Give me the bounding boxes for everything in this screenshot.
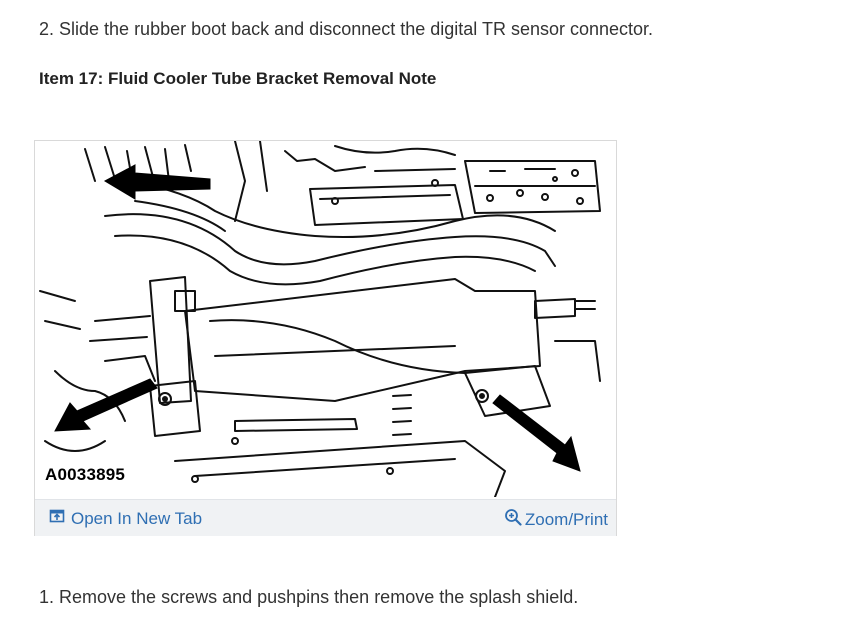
open-in-new-tab-link[interactable]: Open In New Tab bbox=[49, 508, 202, 529]
zoom-print-link[interactable]: Zoom/Print bbox=[504, 508, 608, 531]
open-in-new-tab-label: Open In New Tab bbox=[71, 508, 203, 528]
zoom-print-label: Zoom/Print bbox=[524, 509, 608, 529]
zoom-icon bbox=[504, 508, 522, 531]
figure-action-bar: Open In New Tab Zoom/Print bbox=[35, 499, 616, 536]
step-2-text: 2. Slide the rubber boot back and discon… bbox=[39, 19, 654, 39]
step-1-text: 1. Remove the screws and pushpins then r… bbox=[39, 587, 579, 607]
open-in-new-tab-icon bbox=[49, 508, 65, 529]
item-heading: Item 17: Fluid Cooler Tube Bracket Remov… bbox=[39, 69, 437, 88]
figure-code-label: A0033895 bbox=[43, 465, 128, 485]
figure-card: A0033895 Open In New Tab Zoom/Print bbox=[34, 140, 617, 536]
bracket-diagram-image: A0033895 bbox=[35, 141, 616, 497]
